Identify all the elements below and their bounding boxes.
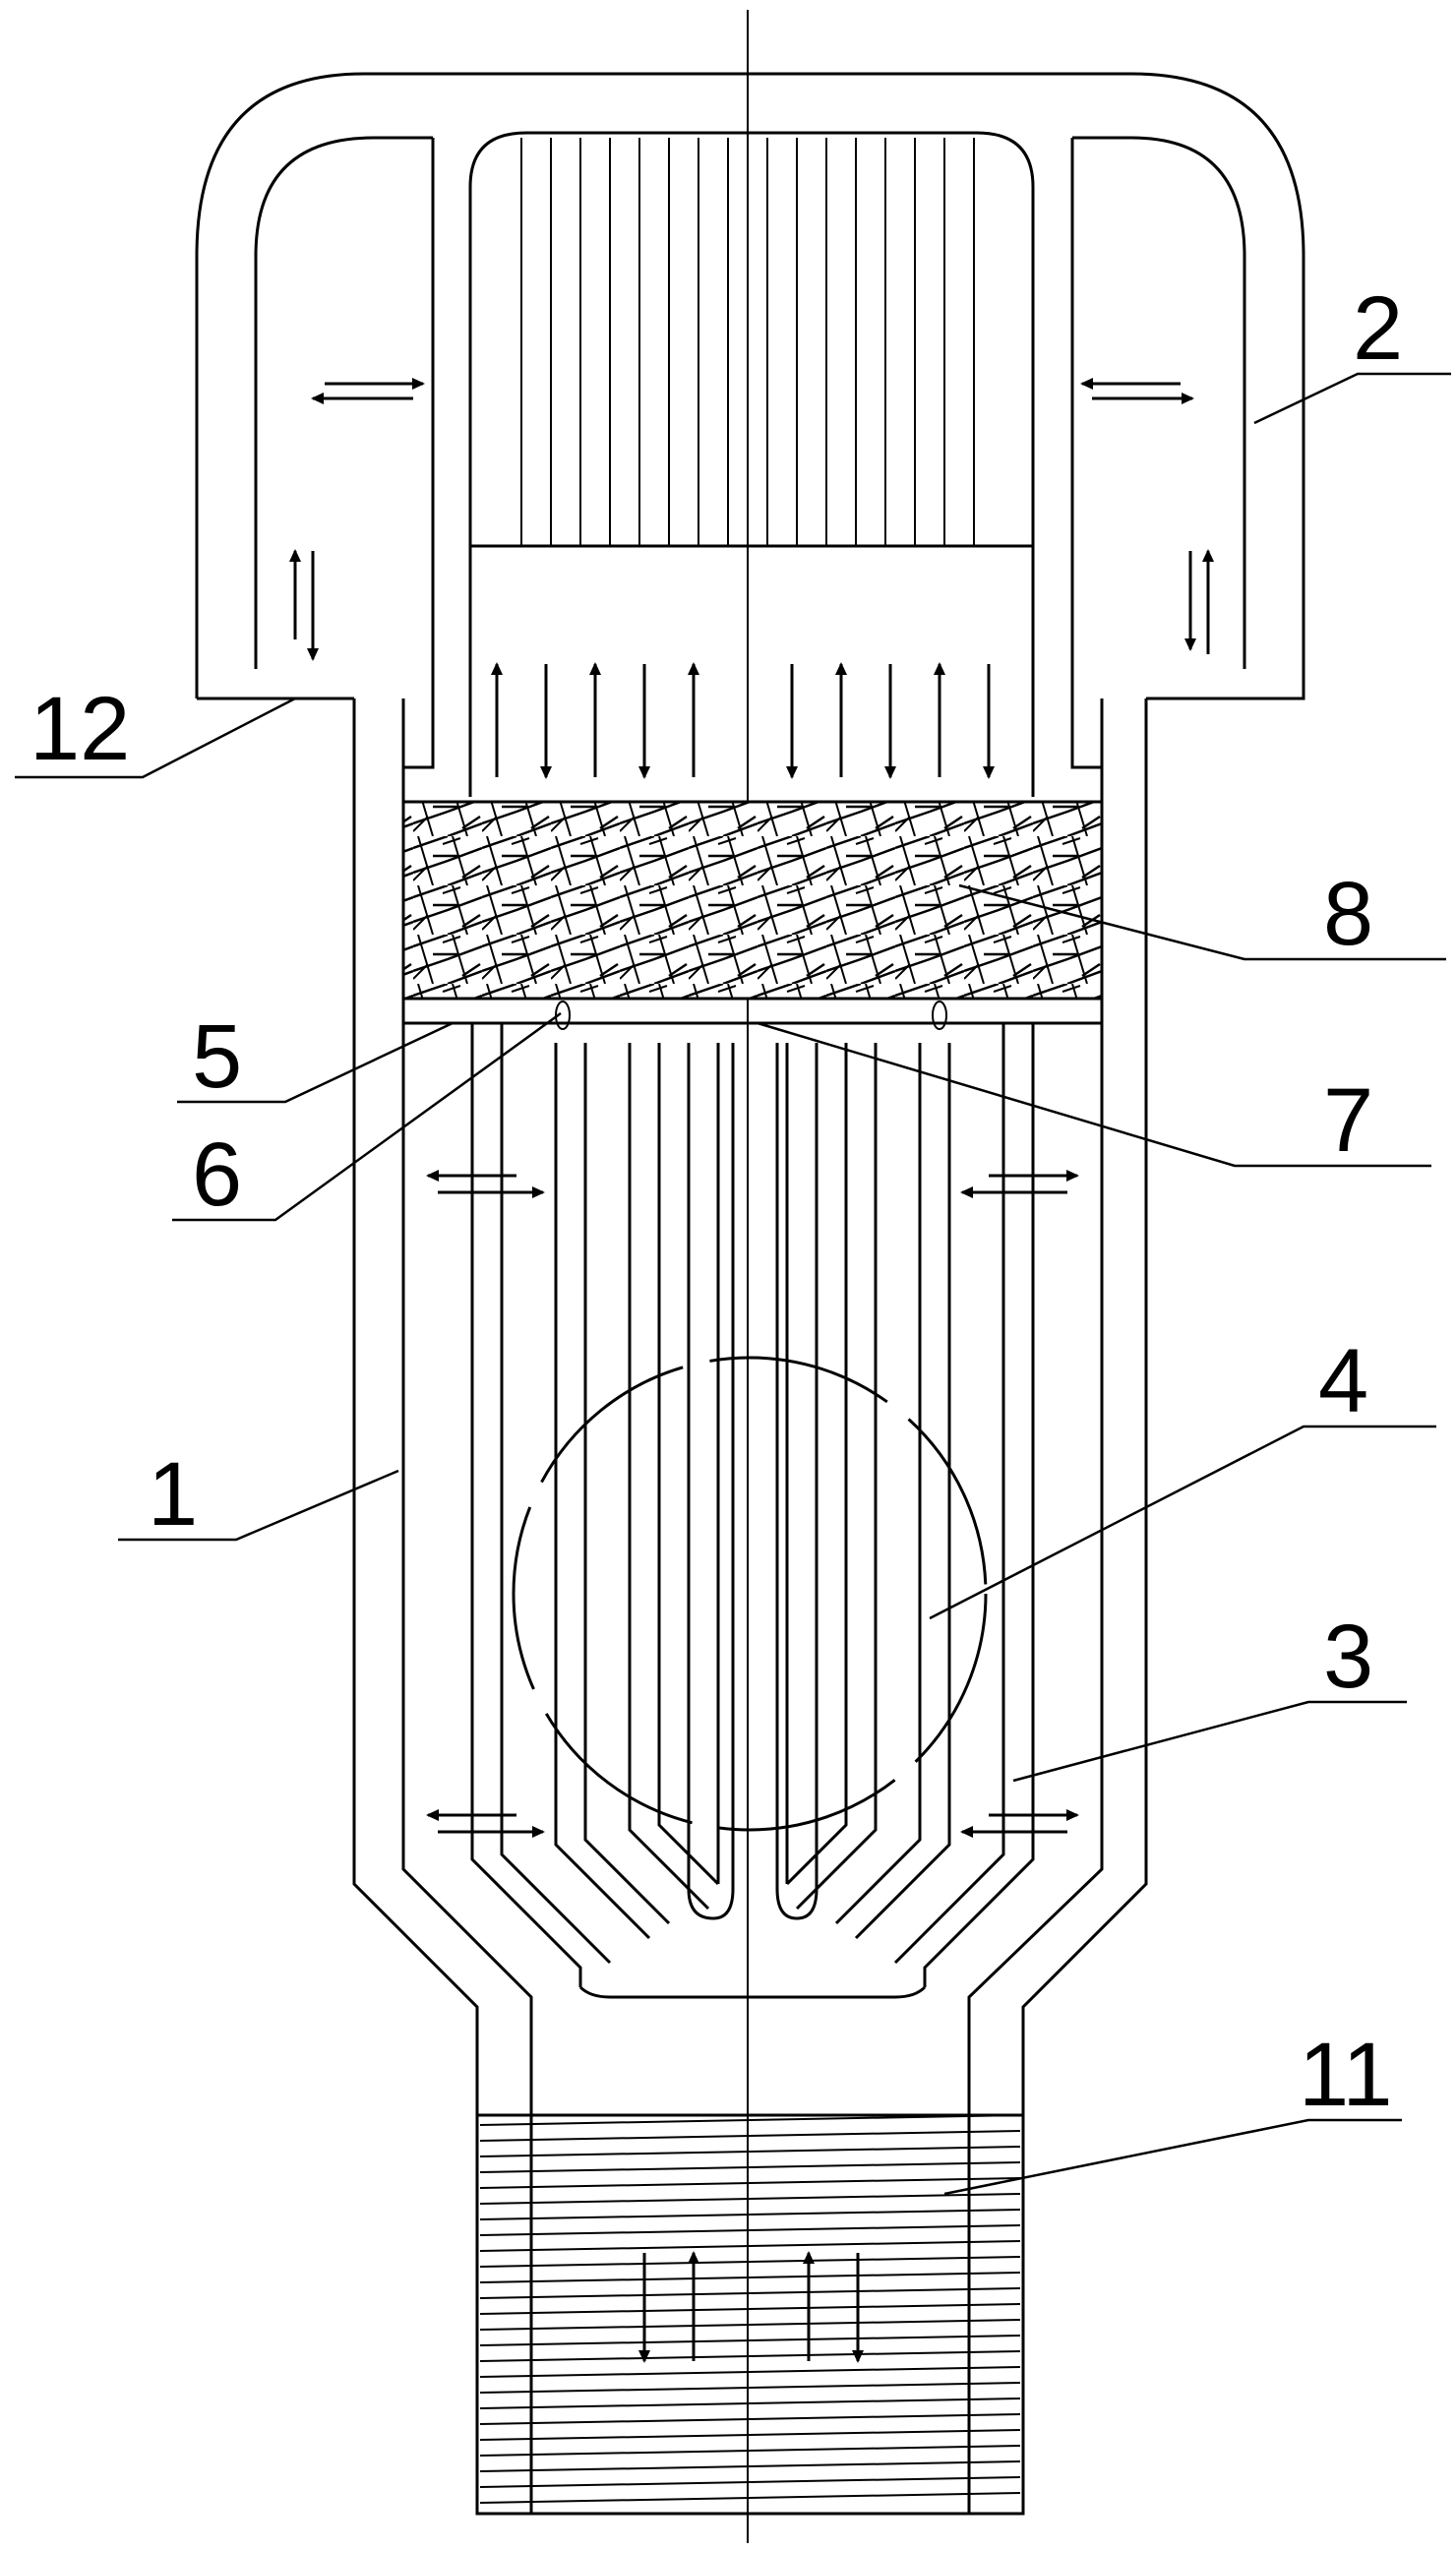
label-7: 7 xyxy=(1323,1070,1373,1171)
seal-ring-right xyxy=(932,1001,947,1030)
top-header-outer xyxy=(195,72,1305,700)
top-fins xyxy=(520,138,975,546)
vessel-inner-wall xyxy=(401,767,1104,2115)
top-header-inner xyxy=(254,136,1246,669)
seal-ring-left xyxy=(555,1001,571,1030)
label-6: 6 xyxy=(192,1124,242,1225)
label-2: 2 xyxy=(1353,278,1403,379)
label-8: 8 xyxy=(1323,864,1373,964)
label-11: 11 xyxy=(1299,2025,1393,2125)
leader-lines xyxy=(15,372,1451,2196)
label-1: 1 xyxy=(148,1444,198,1545)
vessel-outer-wall xyxy=(352,698,1148,2115)
detail-circle xyxy=(512,1356,988,1832)
right-partition xyxy=(1070,138,1102,769)
label-5: 5 xyxy=(192,1006,242,1107)
catalyst-bed xyxy=(401,800,1104,1001)
top-fin-chamber xyxy=(468,131,1035,797)
label-4: 4 xyxy=(1318,1331,1368,1431)
left-partition xyxy=(403,138,435,769)
bottom-coil-section xyxy=(475,2113,1025,2516)
flow-arrows xyxy=(289,378,1214,2363)
coil-lines xyxy=(479,2114,1021,2504)
label-12: 12 xyxy=(30,679,130,779)
label-3: 3 xyxy=(1323,1607,1373,1707)
heat-exchange-tubes xyxy=(470,1023,1035,1999)
